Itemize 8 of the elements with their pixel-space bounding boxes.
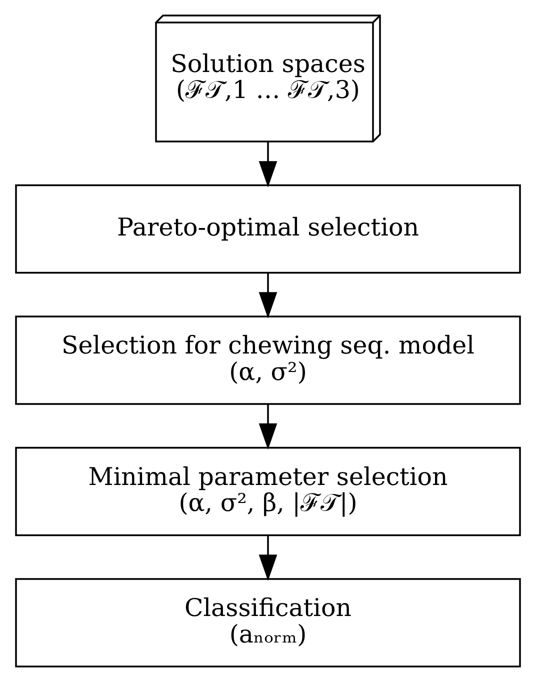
node-box: Minimal parameter selection (α, σ², β, |ℱ𝒯|) xyxy=(14,446,520,536)
node-box: Pareto-optimal selection xyxy=(14,184,520,274)
arrow xyxy=(258,142,277,188)
arrow xyxy=(258,536,277,581)
arrow xyxy=(258,404,277,450)
node-box: Classification (aₙₒᵣₘ) xyxy=(14,578,520,668)
node-box: Selection for chewing seq. model (α, σ²) xyxy=(14,316,520,405)
arrow xyxy=(258,273,277,318)
